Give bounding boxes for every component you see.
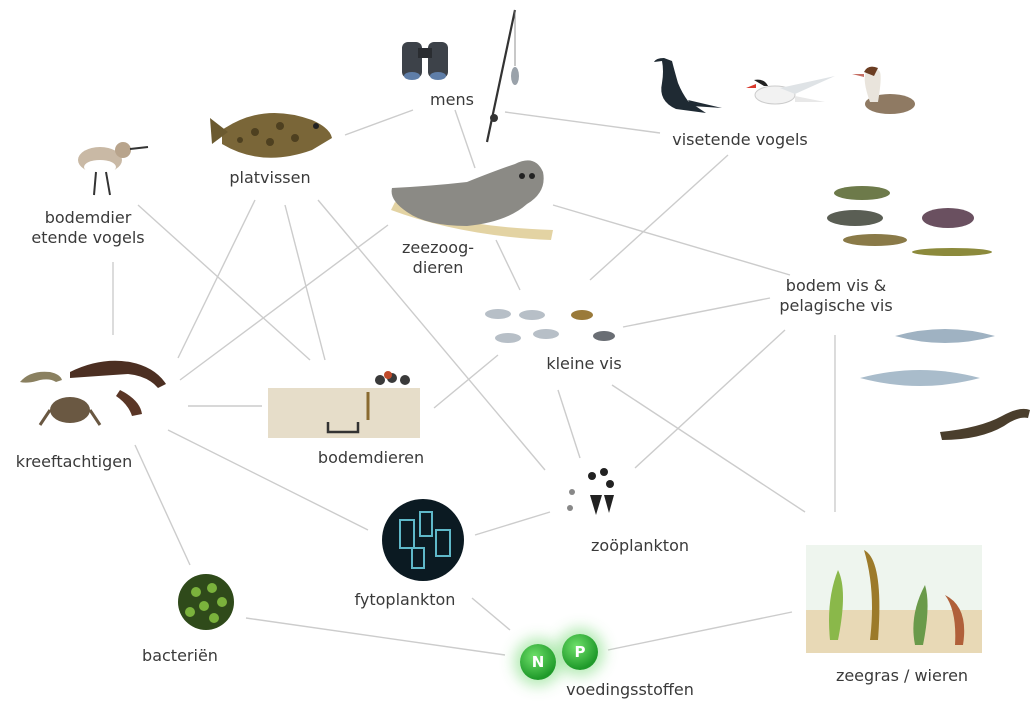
phytoplankton-icon	[382, 499, 464, 581]
tern-icon	[746, 76, 835, 104]
node-bacterien: bacteriën	[130, 646, 230, 666]
node-kreeftachtigen: kreeftachtigen	[4, 452, 144, 472]
eel-icon	[940, 409, 1030, 440]
bacteria-icon	[178, 574, 234, 630]
bottom-fish-icon	[827, 186, 992, 256]
nitrogen-badge: N	[520, 644, 556, 680]
node-bodem-vis: bodem vis & pelagische vis	[766, 276, 906, 316]
node-bodemdier-etende-vogels: bodemdier etende vogels	[18, 208, 158, 248]
node-bodemdieren: bodemdieren	[308, 448, 434, 468]
node-kleine-vis: kleine vis	[534, 354, 634, 374]
node-zeezoogdieren: zeezoog- dieren	[388, 238, 488, 278]
binoculars-icon	[402, 42, 448, 80]
fishing-rod-icon	[487, 10, 519, 142]
node-zooplankton: zoöplankton	[580, 536, 700, 556]
sediment-icon	[268, 371, 420, 438]
flatfish-icon	[210, 113, 332, 158]
zooplankton-icon	[567, 468, 614, 515]
sandpiper-icon	[78, 142, 148, 195]
node-zeegras: zeegras / wieren	[822, 666, 982, 686]
cormorant-icon	[654, 58, 722, 113]
node-visetende-vogels: visetende vogels	[660, 130, 820, 150]
seagrass-icon	[806, 545, 982, 653]
node-voedingsstoffen: voedingsstoffen	[550, 680, 710, 700]
seal-icon	[391, 160, 553, 240]
herring-icon	[860, 329, 995, 386]
small-fish-icon	[485, 309, 615, 343]
grebe-icon	[852, 67, 915, 114]
node-platvissen: platvissen	[220, 168, 320, 188]
crab-icon	[40, 397, 100, 425]
shrimp-icon	[20, 372, 62, 383]
node-mens: mens	[422, 90, 482, 110]
node-fytoplankton: fytoplankton	[340, 590, 470, 610]
phosphorus-badge: P	[562, 634, 598, 670]
